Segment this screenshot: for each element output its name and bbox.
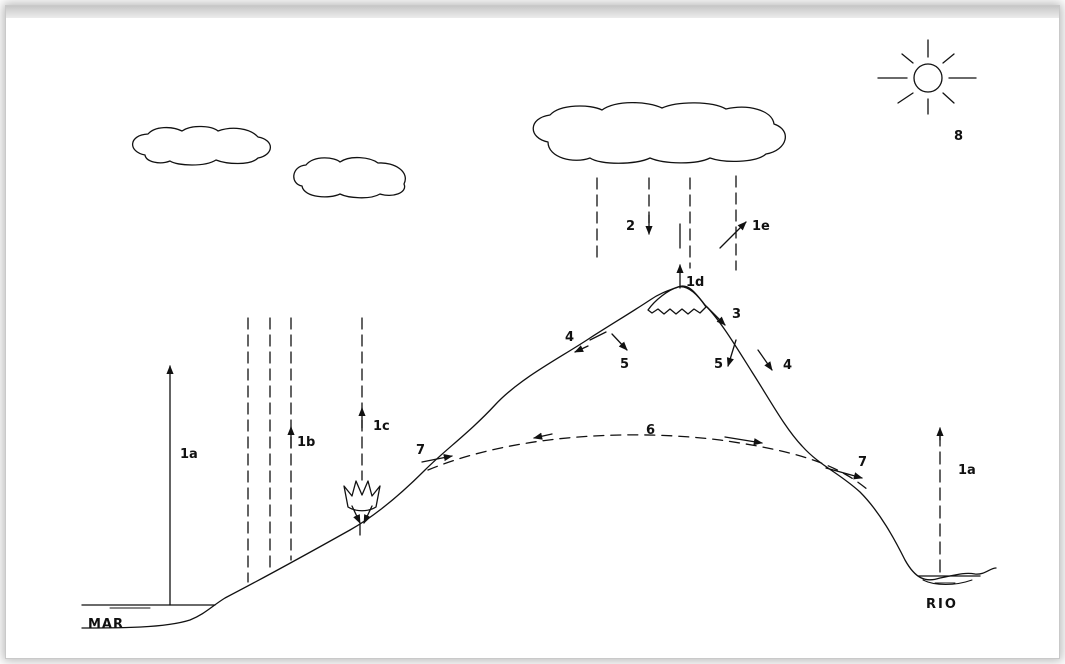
label-3: 3	[732, 307, 742, 322]
runoff-arrow-right	[757, 349, 773, 371]
hydrological-cycle-diagram	[81, 39, 997, 629]
transpiration-lines	[247, 317, 292, 583]
infiltration-arrow-left	[611, 333, 628, 351]
label-1b: 1b	[297, 435, 316, 450]
runoff-arrow-left	[589, 331, 607, 341]
label-4-left: 4	[565, 330, 575, 345]
label-7-right: 7	[858, 455, 868, 470]
label-6: 6	[646, 423, 656, 438]
runoff-arrow-left-head	[574, 345, 589, 353]
sea-surface	[81, 604, 216, 609]
label-5-right: 5	[714, 357, 724, 372]
fire-icon	[343, 480, 381, 512]
label-1d: 1d	[686, 275, 705, 290]
label-2: 2	[626, 219, 636, 234]
label-7-left: 7	[416, 443, 426, 458]
snowmelt-arrow	[706, 306, 726, 326]
groundwater-arrow-left	[533, 432, 553, 440]
mountain-profile	[81, 285, 997, 629]
spring-mark-left	[421, 454, 453, 463]
cloud-icon	[532, 102, 786, 164]
label-8: 8	[954, 129, 964, 144]
label-1e: 1e	[752, 219, 770, 234]
label-1a-river: 1a	[958, 463, 976, 478]
label-1c: 1c	[373, 419, 390, 434]
label-5-left: 5	[620, 357, 630, 372]
river-pool	[917, 575, 981, 585]
sun-icon	[877, 39, 977, 115]
spring-mark-right	[825, 467, 863, 480]
cloud-evaporation-arrow	[719, 221, 747, 249]
groundwater-flow-line	[427, 434, 869, 491]
diagram-frame: 1a 1b 1c 1d 1e 2 3 4 4 5 5 6 7 7 8 1a MA…	[6, 6, 1059, 658]
groundwater-arrow-right	[724, 436, 763, 446]
label-1a-sea: 1a	[180, 447, 198, 462]
label-4-right: 4	[783, 358, 793, 373]
rain-lines	[596, 175, 737, 271]
infiltration-arrow-right	[726, 339, 737, 367]
fire-arrow-left	[351, 505, 361, 524]
label-rio: RIO	[926, 597, 958, 612]
cloud-icon	[293, 156, 406, 199]
snow-cap-icon	[647, 286, 707, 315]
fire-arrow-right	[363, 505, 373, 524]
label-mar: MAR	[88, 617, 125, 632]
cloud-icon	[131, 125, 272, 166]
